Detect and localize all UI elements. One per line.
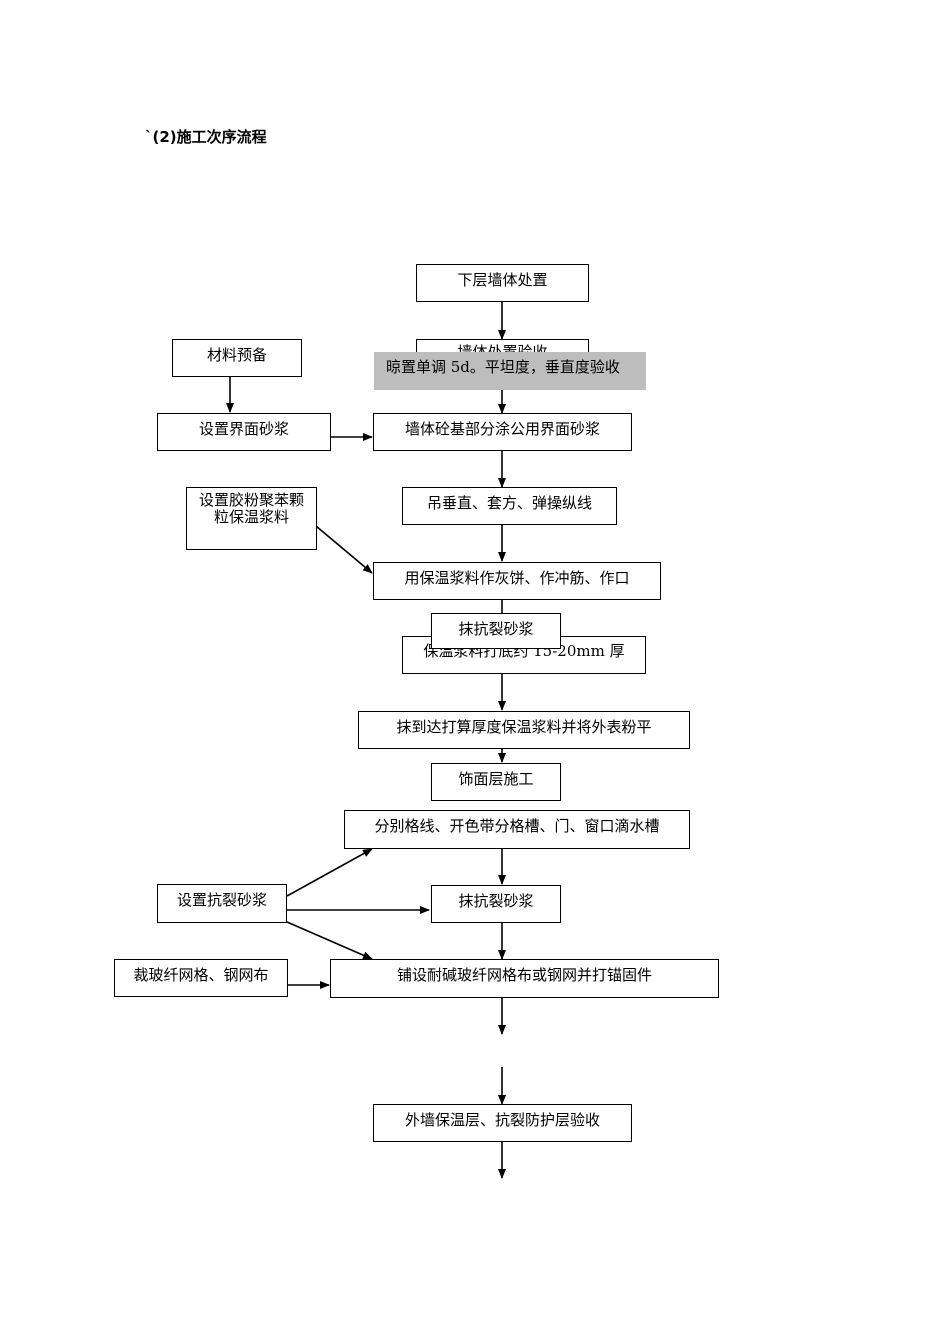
step-mesh-lay: 铺设耐碱玻纤网格布或钢网并打锚固件 [330, 959, 719, 998]
step-anti-crack-top: 抹抗裂砂浆 [431, 613, 561, 649]
step-anti-crack: 抹抗裂砂浆 [431, 885, 561, 923]
side-anti-crack-mortar: 设置抗裂砂浆 [157, 884, 287, 923]
step-dry-note: 晾置单调 5d。平坦度，垂直度验收 [374, 352, 646, 390]
step-plumb-line: 吊垂直、套方、弹操纵线 [402, 487, 617, 525]
step-wall-prep: 下层墙体处置 [416, 264, 589, 302]
step-finish-layer: 饰面层施工 [431, 763, 561, 801]
step-grid-lines: 分别格线、开色带分格槽、门、窗口滴水槽 [344, 810, 690, 849]
step-interface-apply: 墙体砼基部分涂公用界面砂浆 [373, 413, 632, 451]
side-interface-mortar: 设置界面砂浆 [157, 413, 331, 451]
step-final-coat: 抹到达打算厚度保温浆料并将外表粉平 [358, 711, 690, 749]
arrow-anti-crack-to-mesh [286, 921, 373, 960]
side-cut-mesh: 裁玻纤网格、钢网布 [114, 959, 288, 997]
step-cake-rib: 用保温浆料作灰饼、作冲筋、作口 [373, 562, 661, 600]
arrow-insulation-slurry [315, 525, 373, 574]
side-insulation-slurry: 设置胶粉聚苯颗粒保温浆料 [186, 487, 317, 550]
side-material-prep: 材料预备 [172, 339, 302, 377]
arrow-anti-crack-to-grid [286, 848, 373, 897]
step-acceptance: 外墙保温层、抗裂防护层验收 [373, 1104, 632, 1142]
section-heading: `(2)施工次序流程 [145, 128, 267, 146]
